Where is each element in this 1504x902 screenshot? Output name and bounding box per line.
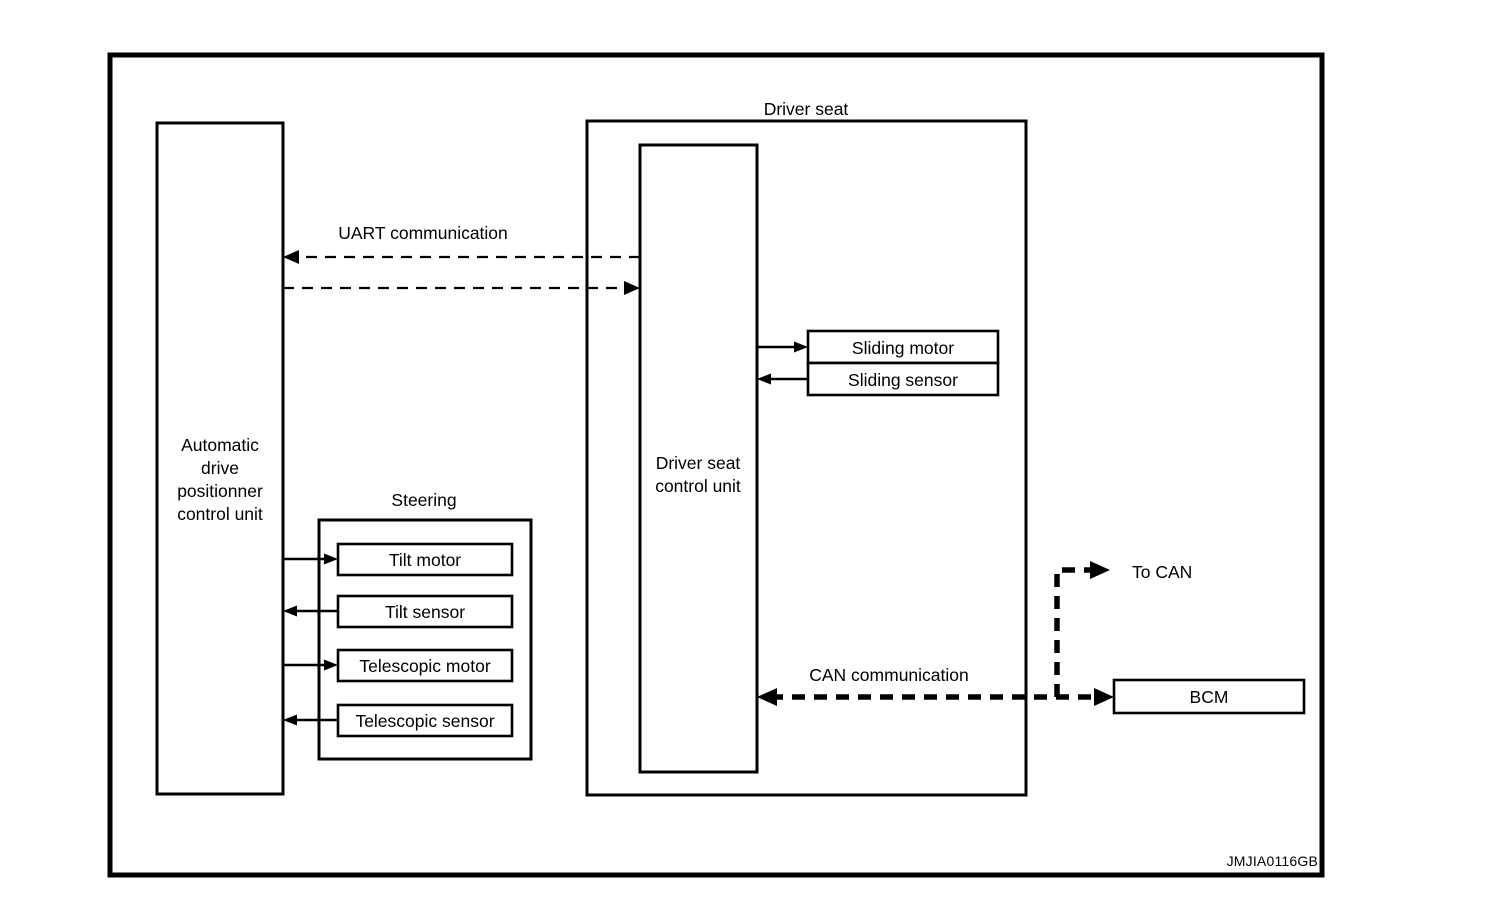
tilt-motor-box [336,542,514,577]
bcm-box [1112,678,1306,715]
sliding-sensor-label: Sliding sensor [848,370,958,390]
driver-seat-control-unit-label-line2: control unit [655,476,741,496]
arrowhead-uart-right [624,281,640,295]
tilt-sensor-box [336,594,514,629]
can-communication-label: CAN communication [809,665,969,685]
adp-control-unit-label-line1: Automatic [181,435,259,455]
arrowhead-to-can [1090,561,1110,579]
to-can-label: To CAN [1132,562,1192,582]
arrowhead-to-sliding-motor [794,341,808,353]
tilt-motor-label: Tilt motor [389,550,461,570]
tilt-sensor-label: Tilt sensor [385,602,465,622]
arrowhead-to-tilt-motor [324,553,338,565]
telescopic-sensor-label: Telescopic sensor [355,711,494,731]
arrowhead-to-adp-telescopic [283,714,297,726]
automatic-drive-positionner-control-unit-box [155,121,285,796]
driver-seat-control-unit-box [638,143,759,774]
arrowhead-can-right-to-bcm [1094,688,1114,706]
connector-to-can-branch [1054,567,1098,697]
arrowhead-to-adp-tilt [283,605,297,617]
adp-control-unit-label-line2: drive [201,458,239,478]
diagram-outer-frame [107,52,1325,878]
figure-id-label: JMJIA0116GB [1227,853,1318,869]
arrowhead-to-telescopic-motor [324,659,338,671]
sliding-motor-label: Sliding motor [852,338,954,358]
driver-seat-control-unit-label-line1: Driver seat [656,453,741,473]
adp-control-unit-label-line3: positionner [177,481,263,501]
arrowhead-to-dscu-sliding [757,373,771,385]
uart-communication-label: UART communication [338,223,508,243]
driver-seat-group-label: Driver seat [764,99,849,119]
bcm-label: BCM [1190,687,1229,707]
steering-group-label: Steering [391,490,456,510]
arrowhead-can-left [757,688,777,706]
arrowhead-uart-left [283,250,299,264]
telescopic-motor-box [336,648,514,683]
adp-control-unit-label-line4: control unit [177,504,263,524]
telescopic-motor-label: Telescopic motor [359,656,490,676]
